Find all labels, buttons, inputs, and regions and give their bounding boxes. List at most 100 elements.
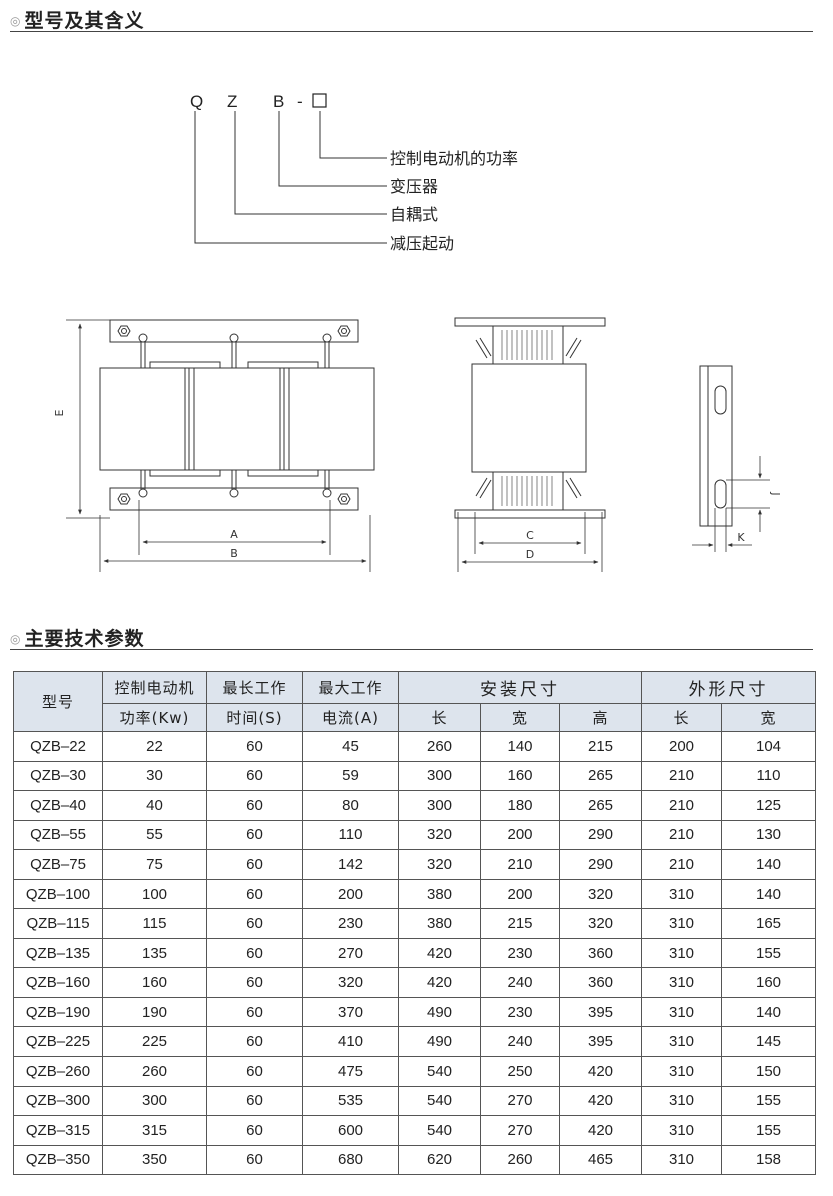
cell-install-width: 250: [480, 1056, 560, 1087]
cell-install-width: 140: [480, 731, 560, 762]
cell-install-height: 215: [559, 731, 642, 762]
side-core-body: [471, 363, 587, 473]
header-outline-dims: 外形尺寸: [641, 671, 816, 704]
front-view-dimensions: [66, 319, 371, 572]
cell-install-height: 420: [559, 1115, 642, 1146]
header-outline-width: 宽: [721, 703, 816, 732]
cell-power: 55: [102, 820, 207, 851]
code-meaning-transformer: 变压器: [390, 177, 438, 196]
cell-install-length: 320: [398, 849, 481, 880]
cell-install-width: 240: [480, 1026, 560, 1058]
cell-model: QZB–30: [13, 761, 103, 792]
cell-install-length: 540: [398, 1086, 481, 1117]
cell-outline-width: 145: [721, 1026, 816, 1058]
cell-install-length: 420: [398, 938, 481, 969]
cell-install-height: 395: [559, 997, 642, 1028]
cell-outline-width: 140: [721, 997, 816, 1028]
cell-install-height: 265: [559, 761, 642, 792]
cell-install-width: 210: [480, 849, 560, 880]
foot-bracket: [699, 365, 733, 527]
cell-install-width: 240: [480, 967, 560, 998]
front-view-drawing: [99, 319, 375, 511]
bottom-mounting-bar: [109, 487, 359, 511]
cell-install-length: 490: [398, 997, 481, 1028]
cell-time: 60: [206, 1026, 303, 1058]
cell-model: QZB–300: [13, 1086, 103, 1117]
cell-install-width: 230: [480, 938, 560, 969]
cell-time: 60: [206, 879, 303, 910]
section-rule-model: [10, 31, 813, 32]
cell-install-height: 395: [559, 1026, 642, 1058]
bullet-icon: ◎: [10, 632, 22, 646]
cell-install-length: 300: [398, 790, 481, 821]
dim-label-a: A: [230, 528, 238, 541]
cell-power: 260: [102, 1056, 207, 1087]
cell-outline-width: 155: [721, 938, 816, 969]
leader-auto: [234, 111, 387, 215]
cell-outline-width: 140: [721, 879, 816, 910]
cell-power: 100: [102, 879, 207, 910]
header-time-line1: 最长工作: [206, 671, 303, 704]
cell-install-length: 380: [398, 879, 481, 910]
cell-outline-length: 310: [641, 1145, 722, 1176]
cell-current: 370: [302, 997, 399, 1028]
cell-outline-length: 210: [641, 849, 722, 880]
cell-install-height: 265: [559, 790, 642, 821]
cell-install-width: 230: [480, 997, 560, 1028]
cell-install-length: 260: [398, 731, 481, 762]
cell-outline-length: 310: [641, 967, 722, 998]
cell-power: 190: [102, 997, 207, 1028]
cell-outline-width: 155: [721, 1086, 816, 1117]
leader-transformer: [278, 111, 387, 187]
cell-power: 135: [102, 938, 207, 969]
cell-time: 60: [206, 731, 303, 762]
cell-outline-width: 140: [721, 849, 816, 880]
cell-install-length: 420: [398, 967, 481, 998]
cell-outline-length: 310: [641, 1026, 722, 1058]
cell-power: 160: [102, 967, 207, 998]
cell-install-length: 620: [398, 1145, 481, 1176]
header-current-line2: 电流(A): [302, 703, 399, 732]
foot-slot-top: [714, 385, 727, 415]
cell-current: 535: [302, 1086, 399, 1117]
cell-outline-length: 310: [641, 997, 722, 1028]
cell-current: 320: [302, 967, 399, 998]
cell-outline-width: 125: [721, 790, 816, 821]
cell-outline-width: 158: [721, 1145, 816, 1176]
cell-time: 60: [206, 820, 303, 851]
cell-time: 60: [206, 1145, 303, 1176]
code-leader-lines: [194, 111, 387, 244]
header-outline-length: 长: [641, 703, 722, 732]
cell-outline-width: 160: [721, 967, 816, 998]
cell-current: 270: [302, 938, 399, 969]
cell-model: QZB–350: [13, 1145, 103, 1176]
header-power-line2: 功率(Kw): [102, 703, 207, 732]
cell-outline-length: 310: [641, 1086, 722, 1117]
cell-time: 60: [206, 967, 303, 998]
section-title-model-text: 型号及其含义: [24, 10, 145, 32]
cell-model: QZB–22: [13, 731, 103, 762]
dim-label-k: K: [737, 531, 745, 544]
cell-install-length: 380: [398, 908, 481, 939]
cell-model: QZB–40: [13, 790, 103, 821]
technical-drawings: E A B C D J: [53, 317, 782, 572]
cell-install-width: 160: [480, 761, 560, 792]
cell-time: 60: [206, 761, 303, 792]
cell-install-height: 360: [559, 967, 642, 998]
cell-outline-width: 130: [721, 820, 816, 851]
cell-time: 60: [206, 1115, 303, 1146]
code-dash: -: [297, 92, 303, 111]
cell-time: 60: [206, 790, 303, 821]
section-title-model: ◎型号及其含义: [10, 6, 145, 33]
cell-install-height: 465: [559, 1145, 642, 1176]
cell-model: QZB–75: [13, 849, 103, 880]
cell-install-length: 300: [398, 761, 481, 792]
cell-power: 22: [102, 731, 207, 762]
header-power-line1: 控制电动机: [102, 671, 207, 704]
